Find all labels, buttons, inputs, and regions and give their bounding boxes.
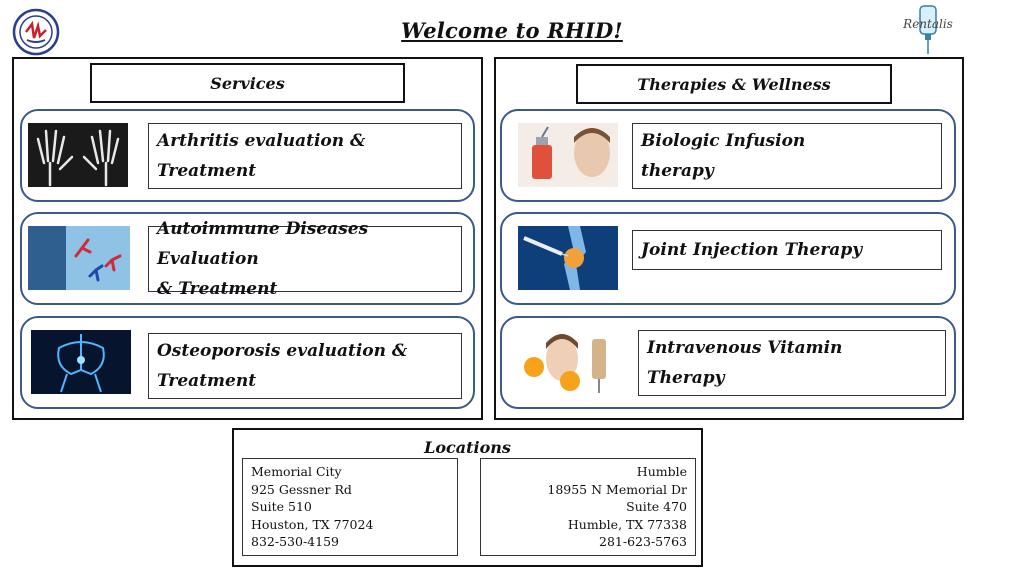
clinic-seal-logo xyxy=(12,8,60,56)
service-label-line1: Autoimmune Diseases Evaluation xyxy=(157,219,369,269)
service-label-line2: & Treatment xyxy=(157,279,278,299)
infusion-face-image xyxy=(518,123,618,187)
services-panel: Services Arthritis evaluation & Treatmen… xyxy=(12,57,483,420)
hand-xray-image xyxy=(28,123,128,187)
therapy-label-line2: therapy xyxy=(641,161,714,181)
therapy-label-line1: Joint Injection Therapy xyxy=(641,240,863,260)
location-name: Memorial City xyxy=(251,464,342,479)
locations-title: Locations xyxy=(424,438,511,457)
service-card-osteoporosis[interactable]: Osteoporosis evaluation & Treatment xyxy=(20,316,475,409)
vitamin-face-image xyxy=(518,331,618,395)
pelvis-xray-image xyxy=(31,330,131,394)
therapies-panel: Therapies & Wellness Biologic Infusion t… xyxy=(494,57,964,420)
location-city: Houston, TX 77024 xyxy=(251,516,374,532)
therapies-heading: Therapies & Wellness xyxy=(576,64,892,104)
service-label: Autoimmune Diseases Evaluation & Treatme… xyxy=(148,219,462,299)
service-label-line2: Treatment xyxy=(157,371,257,391)
location-city: Humble, TX 77338 xyxy=(567,516,687,532)
location-street: 925 Gessner Rd xyxy=(251,481,352,497)
therapy-card-biologic[interactable]: Biologic Infusion therapy xyxy=(500,109,956,202)
services-heading: Services xyxy=(90,63,405,103)
location-suite: Suite 470 xyxy=(626,499,687,515)
location-phone[interactable]: 281-623-5763 xyxy=(599,534,687,550)
service-card-arthritis[interactable]: Arthritis evaluation & Treatment xyxy=(20,109,475,202)
location-phone[interactable]: 832-530-4159 xyxy=(251,534,339,550)
therapy-label-line1: Intravenous Vitamin xyxy=(647,338,843,358)
antibody-image xyxy=(28,226,130,290)
knee-injection-image xyxy=(518,226,618,290)
service-label: Osteoporosis evaluation & Treatment xyxy=(148,333,462,399)
therapy-label-line2: Therapy xyxy=(647,368,725,388)
service-label-line1: Osteoporosis evaluation & xyxy=(157,341,408,361)
location-street: 18955 N Memorial Dr xyxy=(547,481,687,497)
logo-wordmark: Rentalis xyxy=(902,17,953,31)
therapy-label: Joint Injection Therapy xyxy=(632,230,942,270)
location-memorial-city: Memorial City 925 Gessner Rd Suite 510 H… xyxy=(242,458,458,556)
location-suite: Suite 510 xyxy=(251,499,312,515)
page-title: Welcome to RHID! xyxy=(401,18,623,43)
service-card-autoimmune[interactable]: Autoimmune Diseases Evaluation & Treatme… xyxy=(20,212,475,305)
service-label-line2: Treatment xyxy=(157,161,257,181)
therapy-label: Biologic Infusion therapy xyxy=(632,123,942,189)
service-label-line1: Arthritis evaluation & xyxy=(157,131,366,151)
location-name: Humble xyxy=(636,464,687,479)
location-humble: Humble 18955 N Memorial Dr Suite 470 Hum… xyxy=(480,458,696,556)
locations-panel: Locations Memorial City 925 Gessner Rd S… xyxy=(232,428,703,567)
service-label: Arthritis evaluation & Treatment xyxy=(148,123,462,189)
therapy-label-line1: Biologic Infusion xyxy=(641,131,806,151)
iv-bag-logo: Rentalis xyxy=(902,5,953,54)
therapy-card-iv-vitamin[interactable]: Intravenous Vitamin Therapy xyxy=(500,316,956,409)
therapy-label: Intravenous Vitamin Therapy xyxy=(638,330,946,396)
therapy-card-joint-injection[interactable]: Joint Injection Therapy xyxy=(500,212,956,305)
